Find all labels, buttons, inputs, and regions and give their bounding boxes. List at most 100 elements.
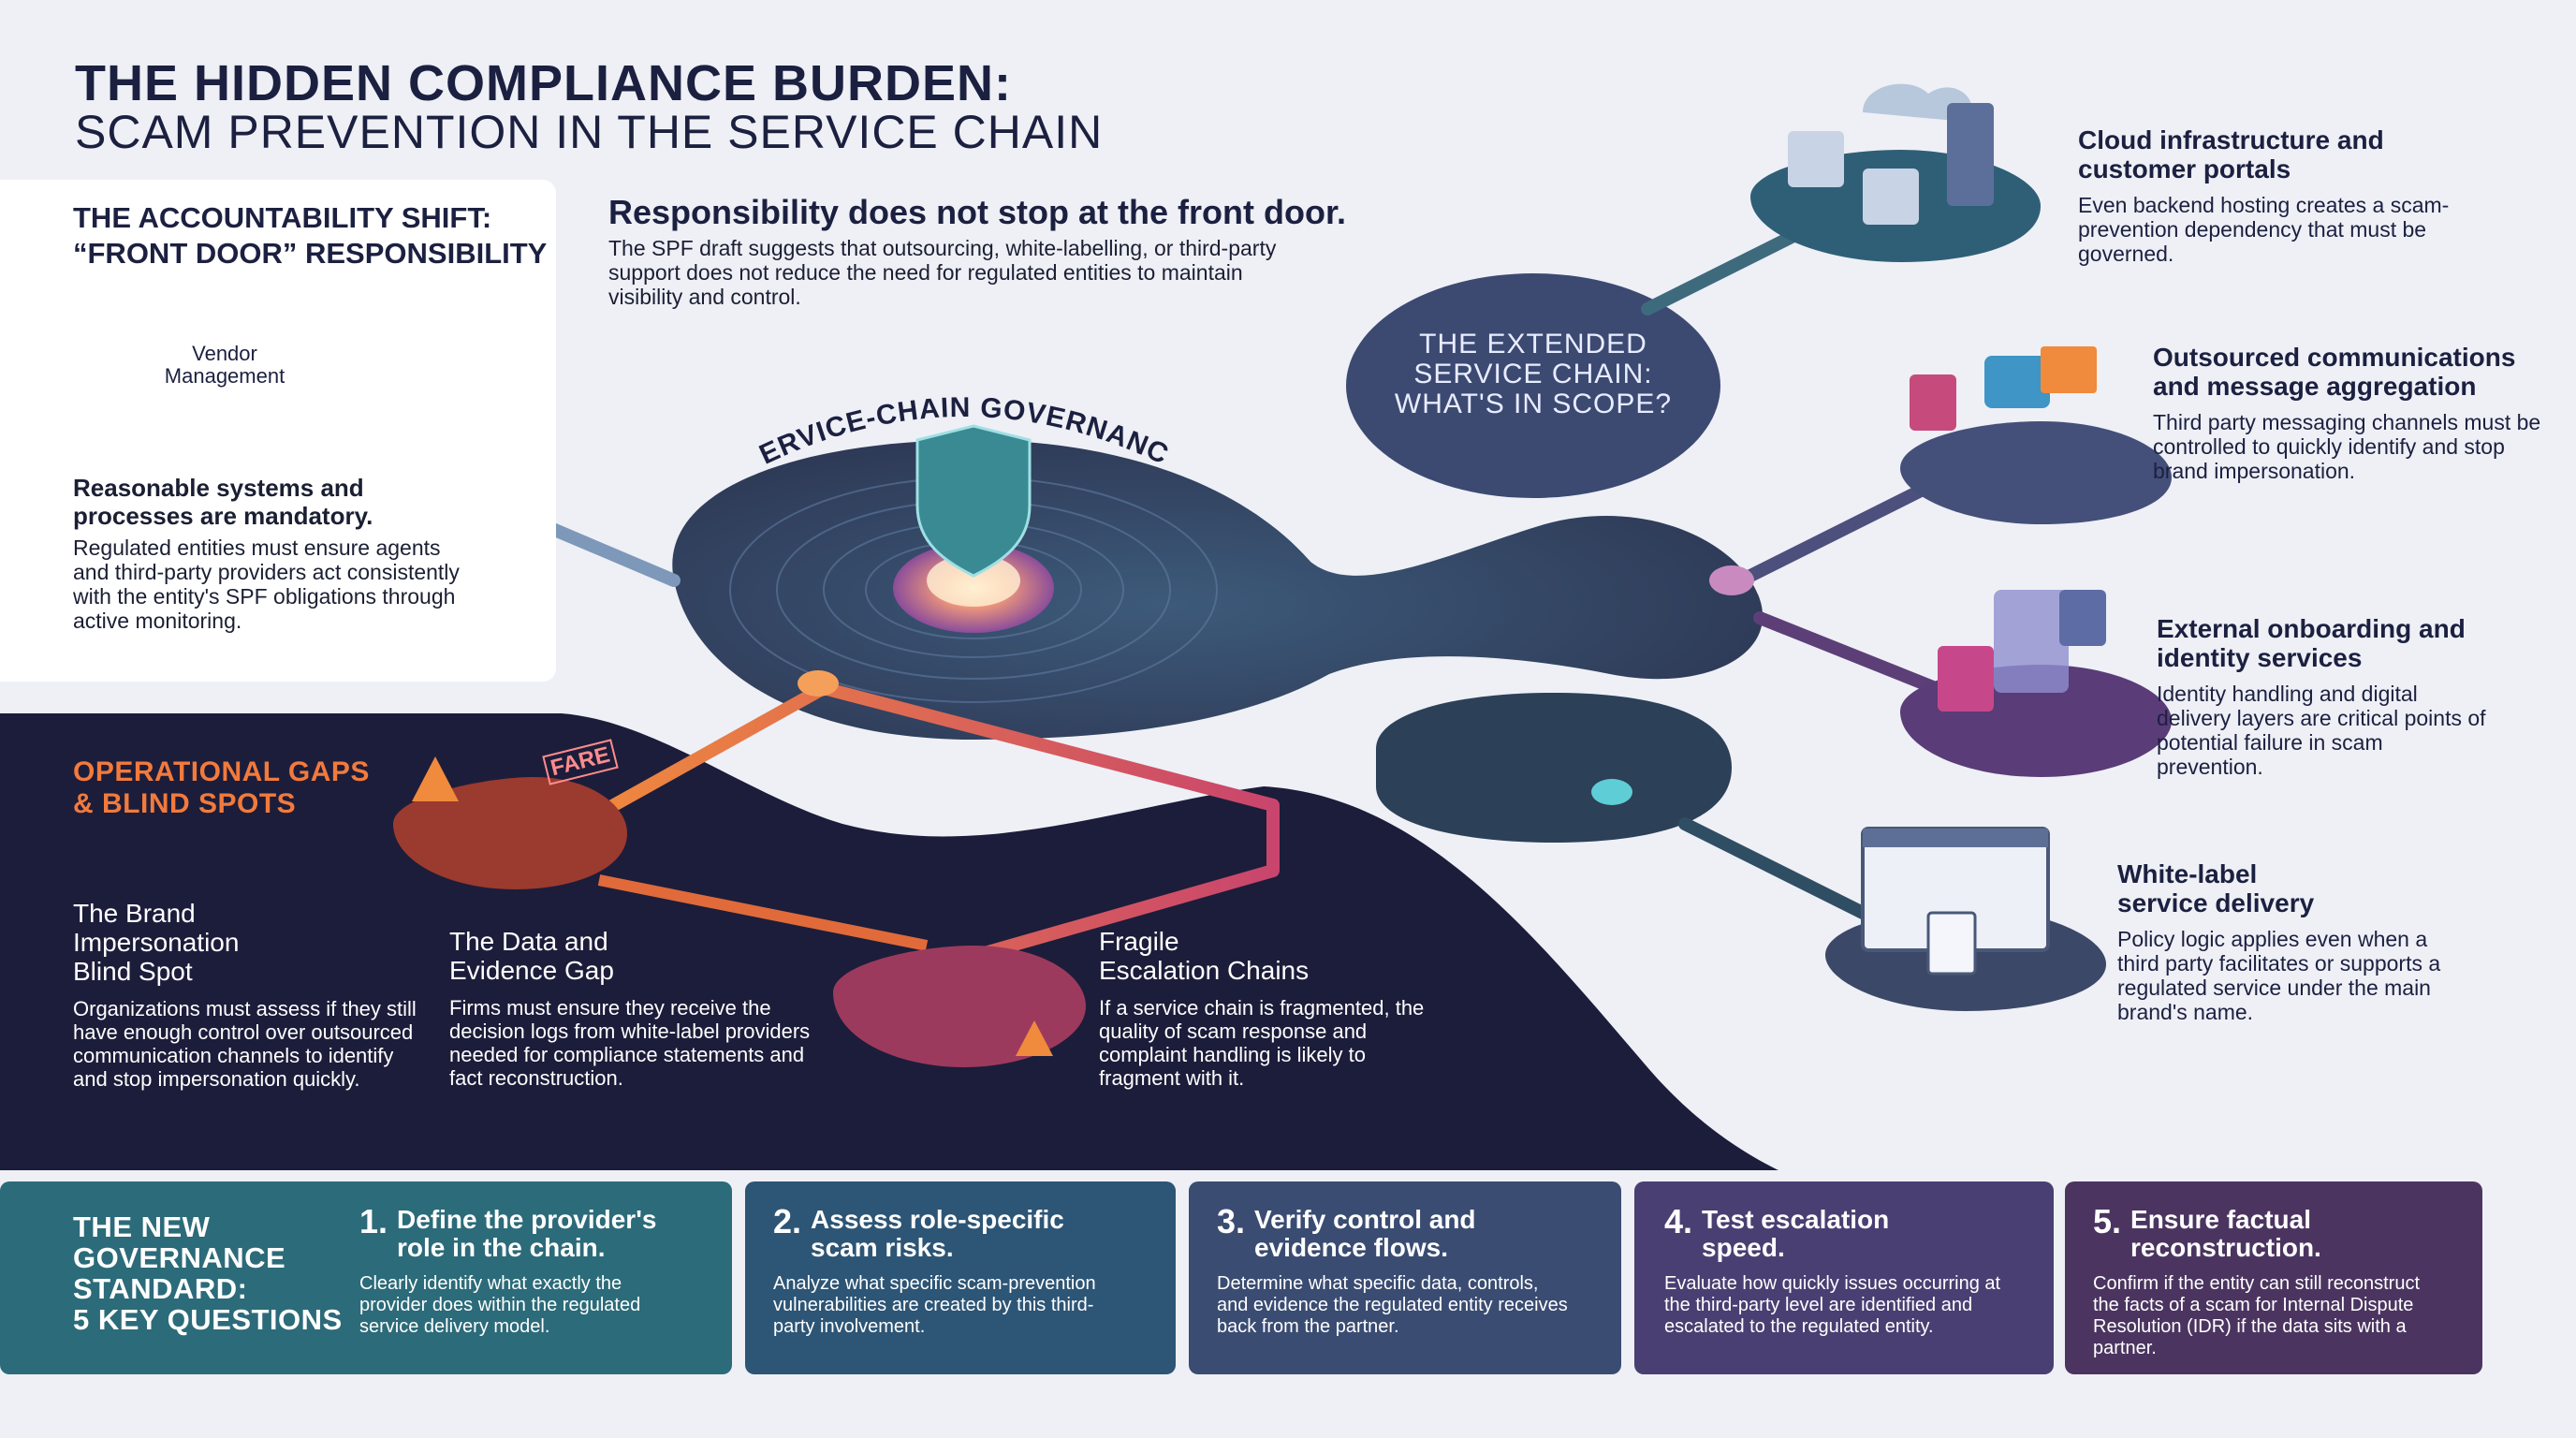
ops-heading-line2: & BLIND SPOTS <box>73 788 297 819</box>
std-heading-line2: GOVERNANCE <box>73 1241 286 1274</box>
question-title: Define the provider's role in the chain. <box>397 1202 656 1262</box>
title-line2: Impersonation <box>73 928 240 957</box>
scope-item-body: Third party messaging channels must be c… <box>2153 410 2541 483</box>
standard-card-2 <box>745 1181 1176 1374</box>
scope-item-body: Identity handling and digital delivery l… <box>2157 682 2486 779</box>
gap-title: Fragile Escalation Chains <box>1099 927 1445 985</box>
scope-item-body: Even backend hosting creates a scam-prev… <box>2078 193 2450 266</box>
title-line2: Evidence Gap <box>449 956 614 985</box>
scope-item-whitelabel: White-label service delivery Policy logi… <box>2117 859 2529 1024</box>
standard-card-5 <box>2065 1181 2482 1374</box>
gap-data-evidence: The Data and Evidence Gap Firms must ens… <box>449 927 814 1090</box>
accountability-panel <box>0 180 556 682</box>
title-line3: Blind Spot <box>73 957 193 986</box>
question-4: 4. Test escalation speed. Evaluate how q… <box>1664 1202 2039 1338</box>
hub-line3: WHAT'S IN SCOPE? <box>1394 389 1673 419</box>
main-subtitle: SCAM PREVENTION IN THE SERVICE CHAIN <box>75 106 1104 158</box>
standard-card-1 <box>0 1181 732 1374</box>
title-line2: speed. <box>1702 1233 1785 1262</box>
title-line2: service delivery <box>2117 888 2315 917</box>
gap-title: The Brand Impersonation Blind Spot <box>73 899 429 986</box>
accountability-heading-line2: “FRONT DOOR” RESPONSIBILITY <box>73 237 548 270</box>
accountability-heading-line1: THE ACCOUNTABILITY SHIFT: <box>73 201 492 234</box>
hub-line1: THE EXTENDED <box>1419 329 1647 360</box>
reason-heading-line1: Reasonable systems and <box>73 474 364 502</box>
title-line1: White-label <box>2117 859 2258 888</box>
gap-body: Firms must ensure they receive the decis… <box>449 996 811 1090</box>
title-line2: identity services <box>2157 643 2363 672</box>
title-line1: The Data and <box>449 927 608 956</box>
title-line1: Assess role-specific <box>811 1205 1064 1234</box>
governance-standard-heading: THE NEW GOVERNANCE STANDARD: 5 KEY QUEST… <box>73 1211 343 1335</box>
ops-heading-line1: OPERATIONAL GAPS <box>73 756 370 787</box>
scope-item-body: Policy logic applies even when a third p… <box>2117 927 2441 1024</box>
fingerprint-icon <box>1938 590 2106 712</box>
cloud-server-icon <box>1788 83 1994 225</box>
scope-item-title: White-label service delivery <box>2117 859 2529 917</box>
escalation-pad <box>833 946 1086 1067</box>
title-line1: The Brand <box>73 899 196 928</box>
scope-item-title: Cloud infrastructure and customer portal… <box>2078 125 2527 183</box>
question-body: Clearly identify what exactly the provid… <box>359 1273 641 1337</box>
question-title: Assess role-specific scam risks. <box>811 1202 1064 1262</box>
standard-card-4 <box>1634 1181 2054 1374</box>
question-2: 2. Assess role-specific scam risks. Anal… <box>773 1202 1157 1338</box>
question-title: Test escalation speed. <box>1702 1202 1889 1262</box>
extended-chain-hub <box>1346 273 1720 498</box>
svg-text:SERVICE-CHAIN GOVERNANCE: SERVICE-CHAIN GOVERNANCE <box>739 356 1174 471</box>
scope-item-title: External onboarding and identity service… <box>2157 614 2569 672</box>
operational-gaps-heading: OPERATIONAL GAPS & BLIND SPOTS <box>73 756 370 820</box>
title-line1: Ensure factual <box>2130 1205 2311 1234</box>
front-door-heading: Responsibility does not stop at the fron… <box>608 193 1347 231</box>
shield-icon <box>915 424 1032 578</box>
question-number: 4. <box>1664 1202 1693 1240</box>
title-line1: Fragile <box>1099 927 1179 956</box>
title-line2: evidence flows. <box>1254 1233 1448 1262</box>
question-title: Verify control and evidence flows. <box>1254 1202 1476 1262</box>
title-line1: Verify control and <box>1254 1205 1476 1234</box>
gap-escalation-chains: Fragile Escalation Chains If a service c… <box>1099 927 1445 1090</box>
brand-gap-pad <box>393 777 627 889</box>
question-body: Evaluate how quickly issues occurring at… <box>1664 1273 2001 1337</box>
secondary-pad <box>1376 693 1732 843</box>
question-3: 3. Verify control and evidence flows. De… <box>1217 1202 1601 1338</box>
title-line2: role in the chain. <box>397 1233 606 1262</box>
vendor-line1: Vendor <box>192 342 257 365</box>
reason-heading-line2: processes are mandatory. <box>73 502 373 530</box>
title-line1: Outsourced communications <box>2153 343 2516 372</box>
scope-item-identity: External onboarding and identity service… <box>2157 614 2569 779</box>
question-number: 3. <box>1217 1202 1246 1240</box>
gap-title: The Data and Evidence Gap <box>449 927 814 985</box>
question-5: 5. Ensure factual reconstruction. Confir… <box>2093 1202 2467 1359</box>
accountability-heading: THE ACCOUNTABILITY SHIFT: “FRONT DOOR” R… <box>73 200 547 271</box>
gap-brand-impersonation: The Brand Impersonation Blind Spot Organ… <box>73 899 429 1091</box>
message-icon <box>1910 346 2097 431</box>
extended-chain-label: THE EXTENDED SERVICE CHAIN: WHAT'S IN SC… <box>1355 330 1711 419</box>
hub-line2: SERVICE CHAIN: <box>1413 359 1653 389</box>
gap-body: If a service chain is fragmented, the qu… <box>1099 996 1425 1090</box>
main-title: THE HIDDEN COMPLIANCE BURDEN: <box>75 55 1012 111</box>
front-door-body: The SPF draft suggests that outsourcing,… <box>608 236 1277 309</box>
question-body: Confirm if the entity can still reconstr… <box>2093 1273 2421 1358</box>
title-line2: and message aggregation <box>2153 372 2477 401</box>
standard-card-3 <box>1189 1181 1621 1374</box>
title-line2: customer portals <box>2078 154 2291 183</box>
scope-item-comms: Outsourced communications and message ag… <box>2153 343 2565 483</box>
gap-body: Organizations must assess if they still … <box>73 997 417 1091</box>
title-line1: Cloud infrastructure and <box>2078 125 2384 154</box>
question-number: 5. <box>2093 1202 2122 1240</box>
scope-item-cloud: Cloud infrastructure and customer portal… <box>2078 125 2527 266</box>
std-heading-line4: 5 KEY QUESTIONS <box>73 1303 343 1336</box>
comms-pad <box>1900 421 2172 524</box>
title-line1: Test escalation <box>1702 1205 1890 1234</box>
title-line2: Escalation Chains <box>1099 956 1310 985</box>
question-number: 2. <box>773 1202 802 1240</box>
std-heading-line3: STANDARD: <box>73 1272 248 1305</box>
governance-label-svg: SERVICE-CHAIN GOVERNANCE <box>739 356 1174 471</box>
reasonable-systems-heading: Reasonable systems and processes are man… <box>73 474 466 530</box>
question-body: Analyze what specific scam-prevention vu… <box>773 1273 1096 1337</box>
title-line2: reconstruction. <box>2130 1233 2321 1262</box>
question-1: 1. Define the provider's role in the cha… <box>359 1202 715 1338</box>
question-body: Determine what specific data, controls, … <box>1217 1273 1568 1337</box>
vendor-management-label: Vendor Management <box>131 343 318 388</box>
